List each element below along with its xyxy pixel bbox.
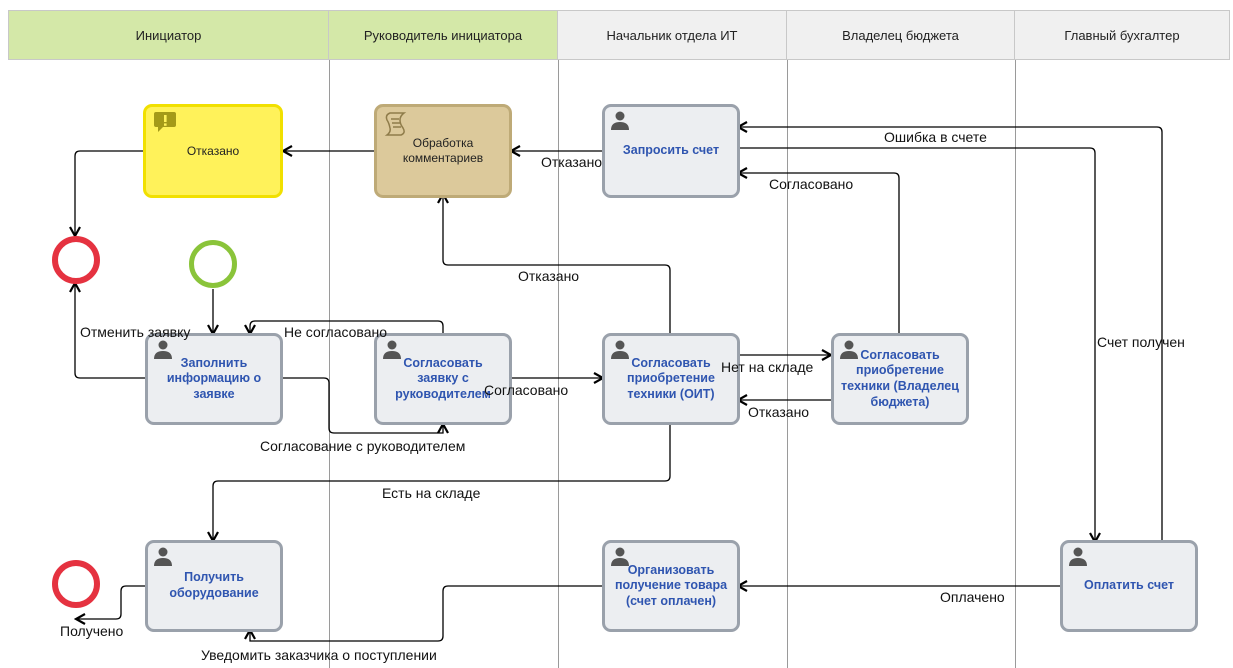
lane-title: Владелец бюджета: [842, 27, 959, 43]
user-icon: [1069, 547, 1087, 566]
flow-label-notify-customer: Уведомить заказчика о поступлении: [201, 647, 437, 663]
lane-title: Главный бухгалтер: [1064, 27, 1180, 43]
task-label: Организовать получение товара (счет опла…: [614, 562, 728, 608]
task-approve-with-manager[interactable]: Согласовать заявку с руководителем: [374, 333, 512, 425]
task-label: Согласовать приобретение техники (Владел…: [841, 347, 959, 409]
lane-header-manager: Руководитель инициатора: [329, 10, 558, 60]
flow-rejected-to-end: [75, 150, 143, 236]
flow-fill-to-end: [75, 283, 148, 379]
flow-budget-approved: [738, 173, 900, 333]
lane-title: Руководитель инициатора: [363, 27, 523, 43]
flow-label-cancel-request: Отменить заявку: [80, 324, 191, 340]
flow-label-invoice-received: Счет получен: [1097, 334, 1185, 350]
lane-header-it-head: Начальник отдела ИТ: [558, 10, 787, 60]
flow-label-in-stock: Есть на складе: [382, 485, 481, 501]
lane-title: Начальник отдела ИТ: [606, 27, 738, 43]
flow-invoice-error: [738, 127, 1163, 542]
flow-invoice-to-pay: [740, 147, 1095, 542]
user-icon: [611, 547, 629, 566]
flow-label-approved: Согласовано: [484, 382, 569, 398]
start-event[interactable]: [189, 240, 237, 288]
flow-notify: [250, 585, 603, 642]
user-icon: [611, 111, 629, 130]
task-fill-request[interactable]: Заполнить информацию о заявке: [145, 333, 283, 425]
task-label: Заполнить информацию о заявке: [166, 355, 262, 401]
lane-divider: [329, 60, 330, 668]
task-label: Согласовать заявку с руководителем: [395, 355, 491, 401]
flow-received: [76, 585, 148, 619]
lane-header-chief-accountant: Главный бухгалтер: [1015, 10, 1230, 60]
task-label: Отказано: [186, 143, 240, 158]
flow-label-rejected: Отказано: [518, 268, 580, 284]
flow-it-to-comments: [443, 194, 671, 333]
task-label: Обработка комментариев: [402, 136, 484, 165]
task-receive-equipment[interactable]: Получить оборудование: [145, 540, 283, 632]
lane-divider: [1015, 60, 1016, 668]
user-icon: [383, 340, 401, 359]
flow-label-rejected: Отказано: [748, 404, 810, 420]
user-icon: [154, 547, 172, 566]
task-organize-receipt[interactable]: Организовать получение товара (счет опла…: [602, 540, 740, 632]
end-event-completed[interactable]: [52, 560, 100, 608]
flow-not-approved: [250, 320, 444, 334]
user-icon: [840, 340, 858, 359]
lane-divider: [558, 60, 559, 668]
task-label: Получить оборудование: [169, 570, 259, 600]
task-rejected[interactable]: Отказано: [143, 104, 283, 198]
task-process-comments[interactable]: Обработка комментариев: [374, 104, 512, 198]
user-icon: [154, 340, 172, 359]
task-label: Оплатить счет: [1083, 578, 1175, 593]
flow-label-approval-with-manager: Согласование с руководителем: [260, 438, 466, 454]
script-icon: [384, 112, 407, 136]
task-approve-budget[interactable]: Согласовать приобретение техники (Владел…: [831, 333, 969, 425]
flow-label-received: Получено: [60, 623, 124, 639]
flow-label-invoice-error: Ошибка в счете: [884, 129, 987, 145]
flow-label-not-approved: Не согласовано: [284, 324, 388, 340]
lane-header-budget-owner: Владелец бюджета: [787, 10, 1015, 60]
flow-fill-to-manager: [282, 377, 443, 434]
task-approve-it[interactable]: Согласовать приобретение техники (ОИТ): [602, 333, 740, 425]
flow-label-paid: Оплачено: [940, 589, 1005, 605]
task-label: Запросить счет: [622, 143, 720, 158]
flow-label-approved: Согласовано: [769, 176, 854, 192]
end-event-cancelled[interactable]: [52, 236, 100, 284]
task-request-invoice[interactable]: Запросить счет: [602, 104, 740, 198]
lane-header-initiator: Инициатор: [8, 10, 329, 60]
flow-label-not-in-stock: Нет на складе: [721, 359, 814, 375]
lane-divider: [787, 60, 788, 668]
flow-label-rejected: Отказано: [541, 154, 603, 170]
task-pay-invoice[interactable]: Оплатить счет: [1060, 540, 1198, 632]
flow-in-stock: [213, 424, 671, 541]
user-icon: [611, 340, 629, 359]
lane-title: Инициатор: [135, 27, 202, 43]
message-alert-icon: [154, 112, 176, 132]
task-label: Согласовать приобретение техники (ОИТ): [627, 355, 715, 401]
